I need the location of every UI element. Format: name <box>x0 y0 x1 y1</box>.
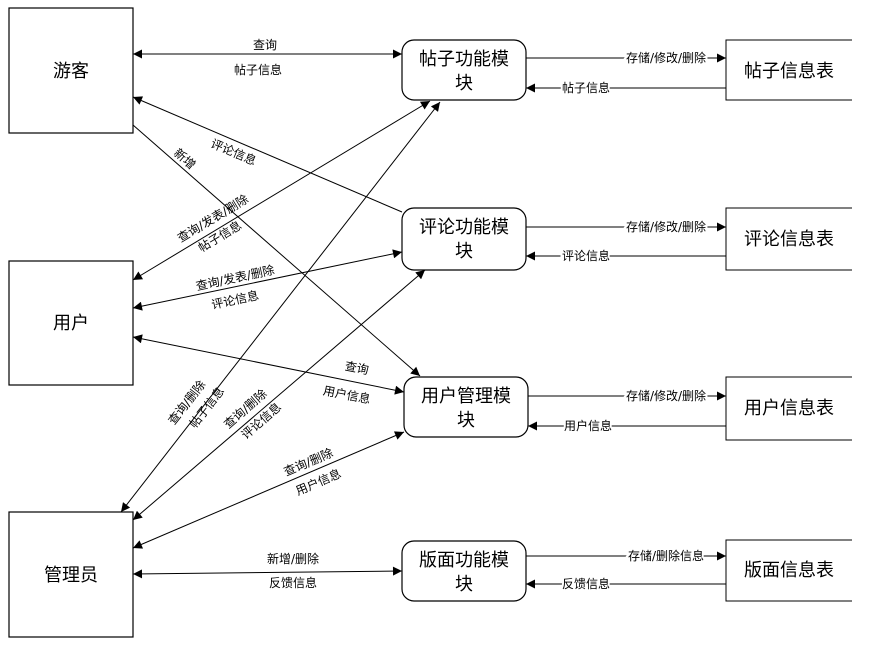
process-label: 用户管理模 <box>421 386 511 407</box>
entity-visitor[interactable]: 游客 <box>8 7 134 134</box>
flow-label: 评论信息 <box>562 248 610 263</box>
store-label: 用户信息表 <box>744 398 834 419</box>
store-post[interactable]: 帖子信息表 <box>725 39 852 101</box>
flow-label: 新增 <box>171 145 199 172</box>
flow-label: 查询 <box>344 359 370 377</box>
store-board[interactable]: 版面信息表 <box>725 539 852 602</box>
flow-post-store: 存储/修改/删除 帖子信息 <box>526 48 726 97</box>
flow-label: 用户信息 <box>564 418 612 433</box>
entity-label: 用户 <box>53 313 89 334</box>
entity-user[interactable]: 用户 <box>8 260 134 386</box>
flow-label: 存储/修改/删除 <box>626 219 706 234</box>
flow-label: 用户信息 <box>322 383 372 407</box>
process-label: 版面功能模 <box>419 550 509 571</box>
process-label: 块 <box>455 73 473 94</box>
process-label: 块 <box>455 241 473 262</box>
flow-user-post: 查询/发表/删除 帖子信息 <box>132 100 431 281</box>
store-label: 评论信息表 <box>744 229 834 250</box>
flow-admin-user-mgmt: 查询/删除 用户信息 <box>132 431 405 549</box>
process-label: 帖子功能模 <box>419 49 509 70</box>
flow-comment-store: 存储/修改/删除 评论信息 <box>526 217 726 265</box>
flow-admin-comment: 查询/删除 评论信息 <box>132 269 426 521</box>
flow-label: 反馈信息 <box>562 576 610 591</box>
process-label: 块 <box>457 410 475 431</box>
flow-admin-post: 查询/删除 帖子信息 <box>120 101 441 513</box>
flow-label: 存储/删除信息 <box>628 548 704 563</box>
store-label: 版面信息表 <box>744 560 834 581</box>
flow-label: 存储/修改/删除 <box>626 388 706 403</box>
entity-label: 游客 <box>53 61 89 82</box>
flow-label: 反馈信息 <box>269 575 317 590</box>
flow-label: 查询 <box>253 38 277 52</box>
store-comment[interactable]: 评论信息表 <box>725 207 852 271</box>
process-label: 块 <box>455 574 473 595</box>
entity-admin[interactable]: 管理员 <box>8 511 134 638</box>
flow-visitor-user-mgmt: 新增 <box>132 124 421 377</box>
flow-label: 新增/删除 <box>267 551 319 566</box>
flow-label: 查询/发表/删除 <box>194 262 275 293</box>
store-label: 帖子信息表 <box>744 61 834 82</box>
entity-label: 管理员 <box>44 565 98 586</box>
flow-label: 评论信息 <box>210 287 260 312</box>
store-user[interactable]: 用户信息表 <box>725 376 852 441</box>
flow-user-store: 存储/修改/删除 用户信息 <box>528 386 726 435</box>
flow-label: 存储/修改/删除 <box>626 50 706 65</box>
process-label: 评论功能模 <box>419 217 509 238</box>
flow-user-comment: 查询/发表/删除 评论信息 <box>132 249 403 312</box>
flow-label: 帖子信息 <box>562 80 610 95</box>
flow-visitor-post: 查询 帖子信息 <box>133 38 402 77</box>
flow-label: 帖子信息 <box>234 62 282 77</box>
flow-admin-board: 新增/删除 反馈信息 <box>132 551 403 590</box>
flow-board-store: 存储/删除信息 反馈信息 <box>526 546 726 593</box>
